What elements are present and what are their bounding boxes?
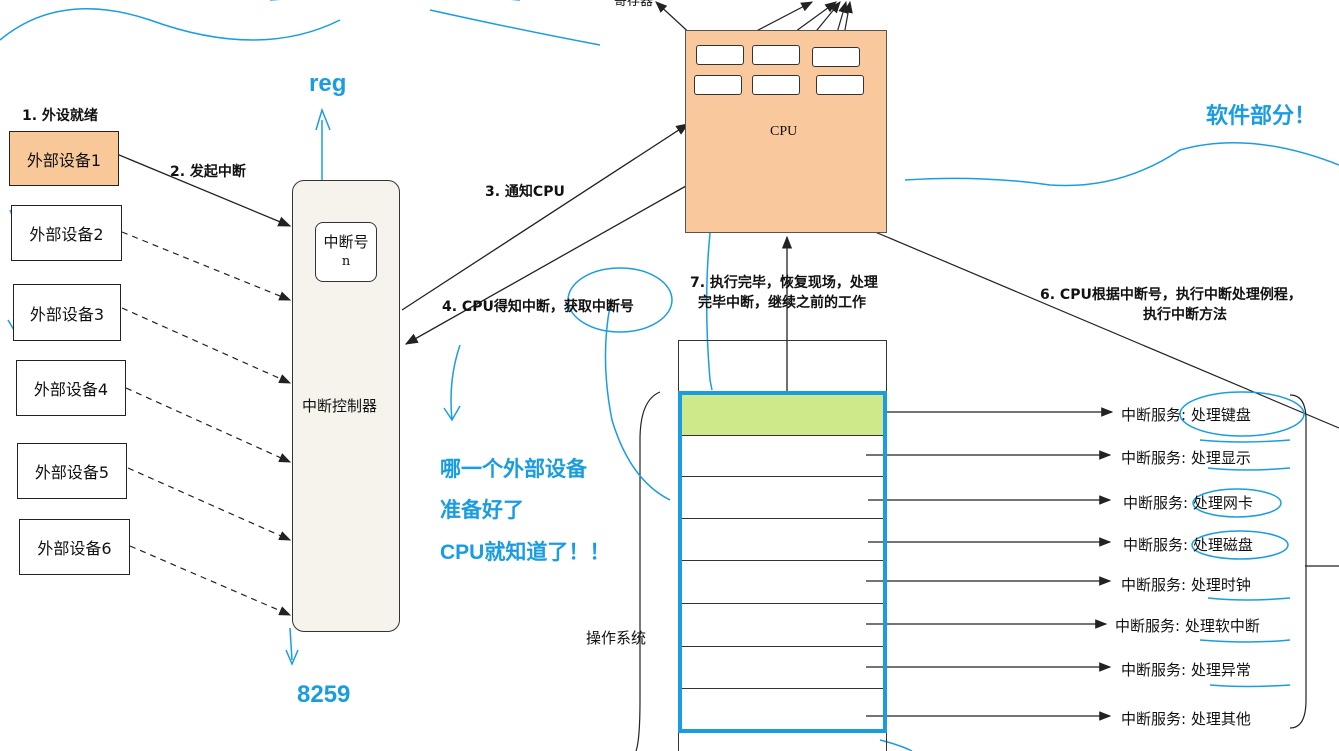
service-prefix: 中断服务: (1121, 576, 1187, 594)
service-network: 中断服务: 处理网卡 (1123, 492, 1253, 513)
cpu-label: CPU (770, 124, 798, 139)
vector-table-highlight (678, 391, 887, 733)
service-exception: 中断服务: 处理异常 (1121, 659, 1251, 680)
line-cpu-to-services (789, 195, 1339, 429)
register (816, 75, 864, 95)
note-line-1: 哪一个外部设备 (440, 458, 587, 481)
device-label: 外部设备6 (37, 539, 112, 558)
service-prefix: 中断服务: (1121, 406, 1187, 424)
service-name: 处理软中断 (1184, 617, 1260, 635)
register (752, 75, 800, 95)
service-clock: 中断服务: 处理时钟 (1121, 574, 1251, 595)
service-soft-interrupt: 中断服务: 处理软中断 (1115, 615, 1260, 636)
vector-entry-active (680, 393, 885, 435)
device-label: 外部设备2 (29, 225, 104, 244)
service-other: 中断服务: 处理其他 (1121, 708, 1251, 729)
registers-caption: 寄存器 (614, 0, 654, 9)
service-name: 处理网卡 (1192, 494, 1253, 512)
register (694, 75, 742, 95)
reg-annotation: reg (309, 70, 347, 97)
service-prefix: 中断服务: (1121, 661, 1187, 679)
interrupt-number-box: 中断号 n (315, 222, 377, 282)
step-1-label: 1. 外设就绪 (22, 108, 98, 124)
service-disk: 中断服务: 处理磁盘 (1123, 534, 1253, 555)
device-label: 外部设备3 (29, 304, 105, 324)
service-prefix: 中断服务: (1123, 494, 1189, 512)
service-prefix: 中断服务: (1121, 449, 1187, 467)
service-prefix: 中断服务: (1121, 710, 1187, 728)
service-name: 处理时钟 (1190, 576, 1251, 594)
step-3-label: 3. 通知CPU (485, 184, 565, 200)
external-device-4: 外部设备4 (16, 360, 126, 416)
register (752, 45, 800, 65)
step-7-line1: 7. 执行完毕，恢复现场，处理 (690, 275, 878, 291)
service-name: 处理异常 (1190, 661, 1251, 679)
step-4-label: 4. CPU得知中断，获取中断号 (442, 299, 634, 315)
service-name: 处理显示 (1190, 449, 1251, 467)
step-7-line2: 完毕中断，继续之前的工作 (698, 295, 866, 311)
note-line-3: CPU就知道了！！ (440, 541, 611, 564)
service-name: 处理键盘 (1190, 406, 1251, 424)
step-6-line1: 6. CPU根据中断号，执行中断处理例程， (1040, 287, 1302, 303)
software-annotation: 软件部分！ (1206, 103, 1317, 128)
arrow-device5-to-controller (127, 467, 292, 541)
arrow-device4-to-controller (125, 387, 292, 463)
step-6-line2: 执行中断方法 (1143, 307, 1227, 323)
device-label: 外部设备5 (34, 463, 110, 482)
interrupt-number-value: n (341, 254, 351, 269)
os-label: 操作系统 (586, 629, 647, 647)
step-2-label: 2. 发起中断 (170, 164, 246, 180)
arrow-device2-to-controller (121, 231, 292, 301)
service-prefix: 中断服务: (1115, 617, 1181, 635)
chip-annotation: 8259 (297, 681, 351, 708)
service-name: 处理其他 (1190, 710, 1251, 728)
service-prefix: 中断服务: (1123, 536, 1189, 554)
service-keyboard: 中断服务: 处理键盘 (1121, 404, 1251, 425)
external-device-5: 外部设备5 (17, 443, 127, 499)
external-device-2: 外部设备2 (11, 205, 122, 261)
arrow-device3-to-controller (121, 307, 292, 384)
controller-name: 中断控制器 (302, 397, 378, 415)
register (696, 45, 744, 65)
device-label: 外部设备4 (33, 380, 109, 399)
service-display: 中断服务: 处理显示 (1121, 447, 1251, 468)
cpu-box: CPU (685, 30, 887, 233)
external-device-3: 外部设备3 (13, 284, 121, 341)
arrow-device1-to-controller (111, 151, 292, 227)
device-label: 外部设备1 (26, 150, 102, 170)
arrow-device6-to-controller (129, 545, 292, 616)
arrow-controller-to-cpu (401, 123, 690, 311)
interrupt-number-label: 中断号 (323, 233, 369, 251)
service-name: 处理磁盘 (1192, 536, 1253, 554)
arrow-cpu-to-controller (404, 185, 687, 345)
note-line-2: 准备好了 (440, 499, 524, 522)
external-device-6: 外部设备6 (19, 519, 130, 575)
external-device-1: 外部设备1 (9, 131, 119, 186)
register (812, 47, 860, 67)
